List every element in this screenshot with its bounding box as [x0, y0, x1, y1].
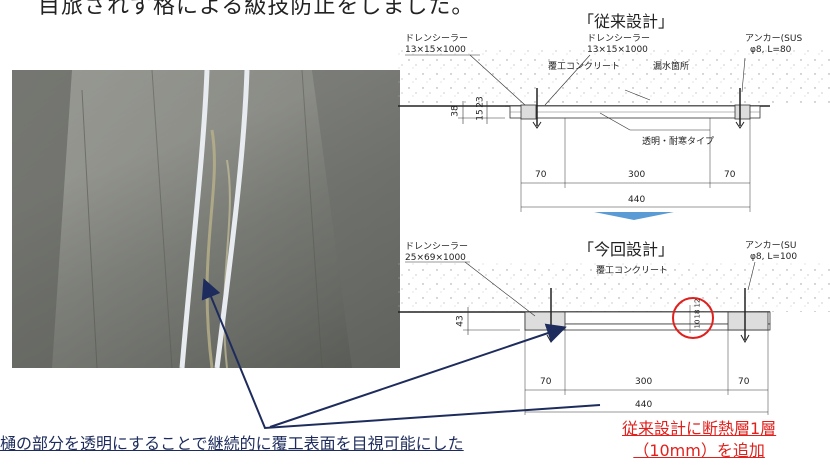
old-design: [398, 50, 830, 212]
new-anchor-name: アンカー(SU: [745, 241, 797, 251]
new-anchor-size: φ8, L=100: [750, 252, 798, 262]
old-dim-38: 38: [450, 105, 461, 117]
photo-drawing: [12, 70, 400, 368]
arrow-to-photo: [201, 278, 601, 430]
old-dim-70-left: 70: [535, 170, 547, 180]
new-dim-12: 12: [693, 298, 702, 308]
old-sealer-mid-size: 13×15×1000: [587, 45, 648, 55]
insulation-highlight-circle: [672, 297, 714, 339]
old-concrete: [398, 50, 830, 106]
old-anchor-size: φ8, L=80: [750, 45, 792, 55]
new-dim-70-right: 70: [738, 377, 750, 387]
header-text: 目旅されず格による級技防止をしました。: [38, 0, 475, 19]
new-design: [398, 261, 830, 415]
old-leak-point: 漏水箇所: [653, 62, 690, 72]
old-dim-440: 440: [628, 195, 646, 205]
new-dim-10: 10: [693, 319, 702, 329]
drain-gutter-right: [214, 70, 250, 368]
old-anchor-name: アンカー(SUS: [745, 34, 803, 44]
old-lining-concrete: 覆工コンクリート: [548, 62, 621, 72]
old-sealer-mid-name: ドレンシーラー: [587, 34, 651, 44]
new-dim-440: 440: [635, 400, 653, 410]
old-dim-23: 23: [475, 96, 486, 108]
new-design-title: 「今回設計」: [578, 240, 675, 259]
old-dim-15: 15: [475, 109, 486, 121]
drain-gutter-left: [179, 70, 210, 368]
old-design-title: 「従来設計」: [578, 12, 675, 31]
old-type-label: 透明・耐寒タイプ: [642, 137, 715, 147]
old-dim-70-right: 70: [724, 170, 736, 180]
arrow-to-gutter: [269, 323, 567, 428]
new-sealer-size: 25×69×1000: [405, 253, 466, 263]
new-dim-43: 43: [455, 315, 466, 327]
new-dim-70-left: 70: [540, 377, 552, 387]
old-sealer-left-name: ドレンシーラー: [405, 34, 469, 44]
new-lining-concrete: 覆工コンクリート: [596, 266, 669, 276]
new-sealer-name: ドレンシーラー: [405, 242, 469, 252]
old-sealer-left-size: 13×15×1000: [405, 45, 466, 55]
insulation-caption: 従来設計に断熱層1層 （10mm）を追加: [622, 418, 776, 462]
transition-arrow-icon: [594, 212, 674, 220]
new-dim-18: 18: [693, 309, 702, 319]
insulation-caption-line2: （10mm）を追加: [633, 441, 765, 460]
transparency-caption: 樋の部分を透明にすることで継続的に覆工表面を目視可能にした: [0, 434, 464, 453]
old-dim-300: 300: [628, 170, 646, 180]
new-dim-300: 300: [635, 377, 653, 387]
tunnel-lining-photo: [12, 70, 400, 368]
new-concrete: [398, 262, 830, 312]
insulation-caption-line1: 従来設計に断熱層1層: [622, 419, 777, 438]
